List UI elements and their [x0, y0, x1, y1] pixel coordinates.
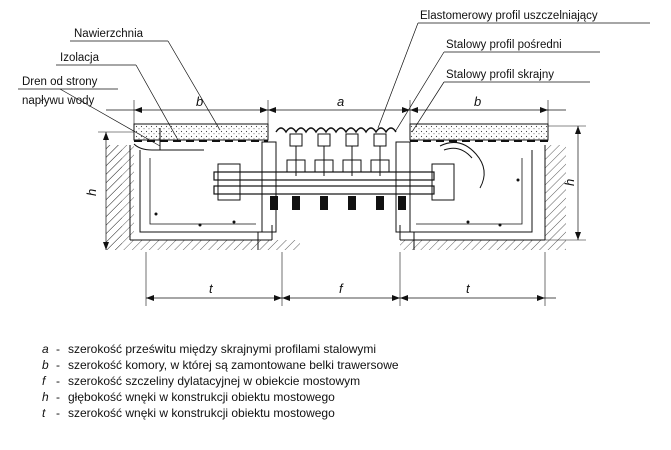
dim-h-left: h: [84, 189, 99, 196]
dim-b-left: b: [196, 94, 203, 109]
legend-item: f-szerokość szczeliny dylatacyjnej w obi…: [42, 373, 642, 389]
legend-symbol: t: [42, 406, 46, 420]
dim-f: f: [339, 281, 344, 296]
legend-text: szerokość wnęki w konstrukcji obiektu mo…: [68, 406, 335, 420]
legend-dash: -: [56, 342, 60, 356]
legend-item: b-szerokość komory, w której są zamontow…: [42, 357, 642, 373]
expansion-joint-diagram: Nawierzchnia Izolacja Dren od strony nap…: [18, 10, 650, 306]
legend-text: szerokość komory, w której są zamontowan…: [68, 358, 399, 372]
dim-a: a: [337, 94, 344, 109]
legend-item: a-szerokość prześwitu między skrajnymi p…: [42, 341, 642, 357]
legend-dash: -: [56, 406, 60, 420]
legend-text: szerokość szczeliny dylatacyjnej w obiek…: [68, 374, 361, 388]
label-dren-line1: Dren od strony: [22, 76, 98, 88]
legend-text: szerokość prześwitu między skrajnymi pro…: [68, 342, 377, 356]
dim-b-right: b: [474, 94, 481, 109]
legend-dash: -: [56, 358, 60, 372]
label-izolacja: Izolacja: [60, 52, 100, 64]
dim-h-right: h: [562, 179, 577, 186]
dim-t-left: t: [209, 281, 214, 296]
legend-symbol: b: [42, 358, 49, 372]
legend-dash: -: [56, 390, 60, 404]
legend-symbol: f: [42, 374, 46, 388]
label-nawierzchnia: Nawierzchnia: [74, 28, 144, 40]
label-skrajny: Stalowy profil skrajny: [446, 69, 554, 81]
legend-dash: -: [56, 374, 60, 388]
legend-item: t-szerokość wnęki w konstrukcji obiektu …: [42, 405, 642, 421]
legend: a-szerokość prześwitu między skrajnymi p…: [42, 341, 642, 421]
legend-symbol: a: [42, 342, 49, 356]
dim-t-right: t: [466, 281, 471, 296]
legend-symbol: h: [42, 390, 49, 404]
label-posredni: Stalowy profil pośredni: [446, 39, 562, 51]
label-elastomerowy: Elastomerowy profil uszczelniający: [420, 10, 598, 22]
legend-item: h-głębokość wnęki w konstrukcji obiektu …: [42, 389, 642, 405]
legend-text: głębokość wnęki w konstrukcji obiektu mo…: [68, 390, 335, 404]
label-dren-line2: napływu wody: [22, 95, 94, 107]
